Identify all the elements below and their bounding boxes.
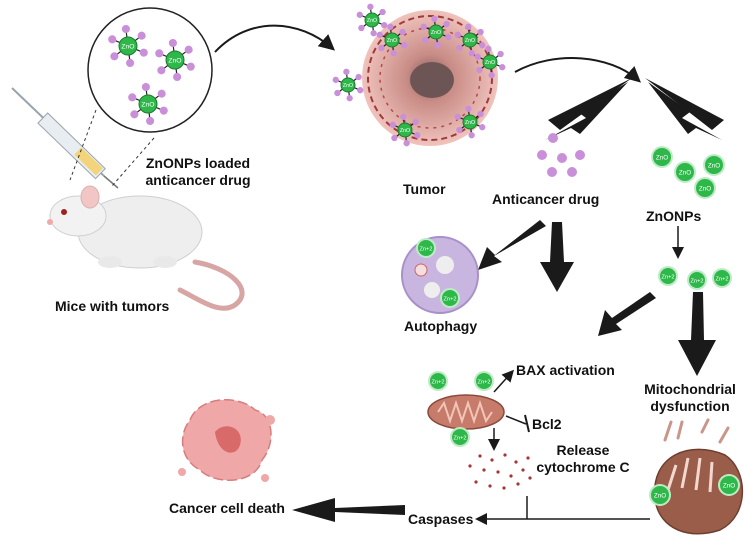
zn-ion-particle: Zn+2 <box>416 238 436 258</box>
particle-text: ZnO <box>654 493 666 500</box>
zno-text: ZnO <box>387 38 397 44</box>
arrow-from-tumor <box>514 57 641 83</box>
tumor-loaded-particle: ZnO <box>454 105 486 139</box>
damaged-mitochondrion-icon <box>653 418 744 535</box>
tumor-loaded-particle: ZnO <box>420 15 452 49</box>
arrow-to-tumor <box>214 24 336 53</box>
tumor-loaded-particle: ZnO <box>376 23 408 57</box>
particle-text: ZnO <box>656 155 668 162</box>
zn-ion-particle: Zn+2 <box>440 288 460 308</box>
znonp-particle: ZnO <box>674 161 696 183</box>
label-drug-loaded: ZnONPs loaded anticancer drug <box>145 155 251 188</box>
zn-ion-particle: Zn+2 <box>658 266 678 286</box>
particle-text: ZnO <box>723 483 735 490</box>
tumor-loaded-particle: ZnO <box>332 68 364 102</box>
label-mito-dysfunction: Mitochondrial dysfunction <box>644 381 736 414</box>
label-autophagy: Autophagy <box>404 318 478 334</box>
zno-text: ZnO <box>400 128 410 134</box>
particle-text: Zn+2 <box>444 296 457 302</box>
particle-text: ZnO <box>708 163 720 170</box>
label-release-cytochrome: Release cytochrome C <box>536 442 630 475</box>
particle-text: Zn+2 <box>432 379 445 385</box>
mouse-icon <box>47 185 245 311</box>
arrow-drug-down <box>540 222 574 292</box>
tumor-loaded-particle: ZnO <box>389 113 421 147</box>
nanoparticle-zoom-circle <box>69 7 213 187</box>
loaded-particle: ZnO <box>108 24 148 68</box>
label-cancer-cell-death: Cancer cell death <box>169 500 285 516</box>
particle-text: Zn+2 <box>662 274 675 280</box>
particle-text: Zn+2 <box>691 278 704 284</box>
zn-ion-particle: Zn+2 <box>450 427 470 447</box>
tumor-loaded-particle: ZnO <box>454 23 486 57</box>
arrow-to-bax <box>493 369 515 393</box>
zno-text: ZnO <box>141 102 154 109</box>
dead-cancer-cell-icon <box>178 399 275 482</box>
inhibit-bcl2 <box>505 414 530 433</box>
syringe-icon <box>11 87 119 189</box>
label-tumor: Tumor <box>403 181 446 197</box>
tumor-loaded-particle: ZnO <box>474 45 506 79</box>
particle-text: Zn+2 <box>716 276 729 282</box>
tumor-loaded-particle: ZnO <box>356 3 388 37</box>
zno-text: ZnO <box>121 44 134 51</box>
zno-text: ZnO <box>465 120 475 126</box>
particle-text: ZnO <box>679 170 691 177</box>
zno-text: ZnO <box>485 60 495 66</box>
label-anticancer-drug: Anticancer drug <box>492 191 600 207</box>
particle-text: Zn+2 <box>420 246 433 252</box>
mitochondrion-icon <box>427 394 505 430</box>
label-bax: BAX activation <box>516 362 615 378</box>
particle-text: Zn+2 <box>454 435 467 441</box>
znonp-particle: ZnO <box>703 154 725 176</box>
zno-text: ZnO <box>343 83 353 89</box>
znonp-particle: ZnO <box>651 146 673 168</box>
cytochrome-c-dots <box>468 453 532 490</box>
loaded-particle: ZnO <box>128 82 168 126</box>
free-drug-molecules <box>537 133 585 177</box>
loaded-particle: ZnO <box>155 38 195 82</box>
label-caspases: Caspases <box>408 511 474 527</box>
zno-text: ZnO <box>465 38 475 44</box>
arrow-ions-to-center <box>598 292 656 336</box>
particle-text: ZnO <box>699 186 711 193</box>
zno-text: ZnO <box>168 58 181 65</box>
arrow-to-drug <box>545 82 628 140</box>
arrow-ions-to-mito <box>678 292 716 376</box>
zno-text: ZnO <box>431 30 441 36</box>
zn-ion-particle: Zn+2 <box>712 268 732 288</box>
zn-ion-particle: Zn+2 <box>428 371 448 391</box>
label-bcl2: Bcl2 <box>532 416 562 432</box>
arrow-to-znonps <box>648 82 722 140</box>
arrow-drug-to-autophagy <box>478 220 546 270</box>
zn-ion-particle: Zn+2 <box>687 270 707 290</box>
zn-ion-particle: Zn+2 <box>474 371 494 391</box>
znonp-particle: ZnO <box>718 474 740 496</box>
label-znonps: ZnONPs <box>646 208 702 224</box>
particle-text: Zn+2 <box>478 379 491 385</box>
znonp-particle: ZnO <box>649 484 671 506</box>
arrow-caspases-to-death <box>292 498 405 522</box>
label-mice: Mice with tumors <box>55 298 170 314</box>
znonp-particle: ZnO <box>694 177 716 199</box>
zno-text: ZnO <box>367 18 377 24</box>
